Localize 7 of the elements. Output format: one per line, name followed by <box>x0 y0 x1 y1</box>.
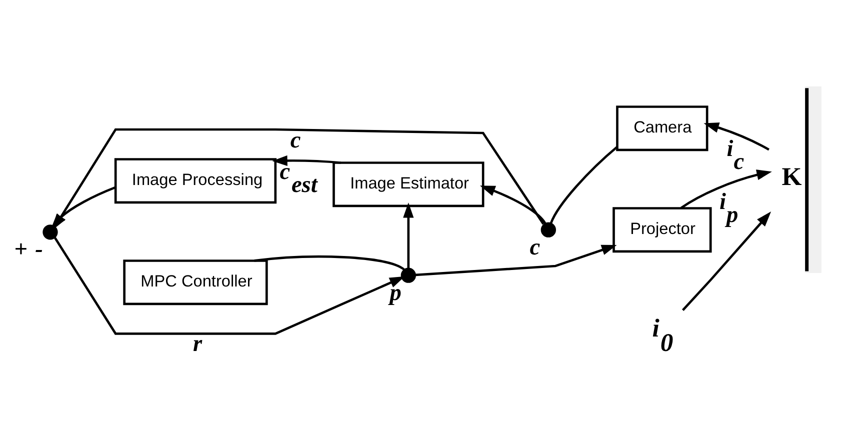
node-label: - <box>35 236 43 262</box>
edge-label: c <box>290 126 301 153</box>
node-label: K <box>782 162 802 191</box>
node-label: + <box>14 236 28 262</box>
node-label: c <box>530 234 540 260</box>
edge-label: r <box>192 330 202 357</box>
node-label: p <box>390 279 402 306</box>
